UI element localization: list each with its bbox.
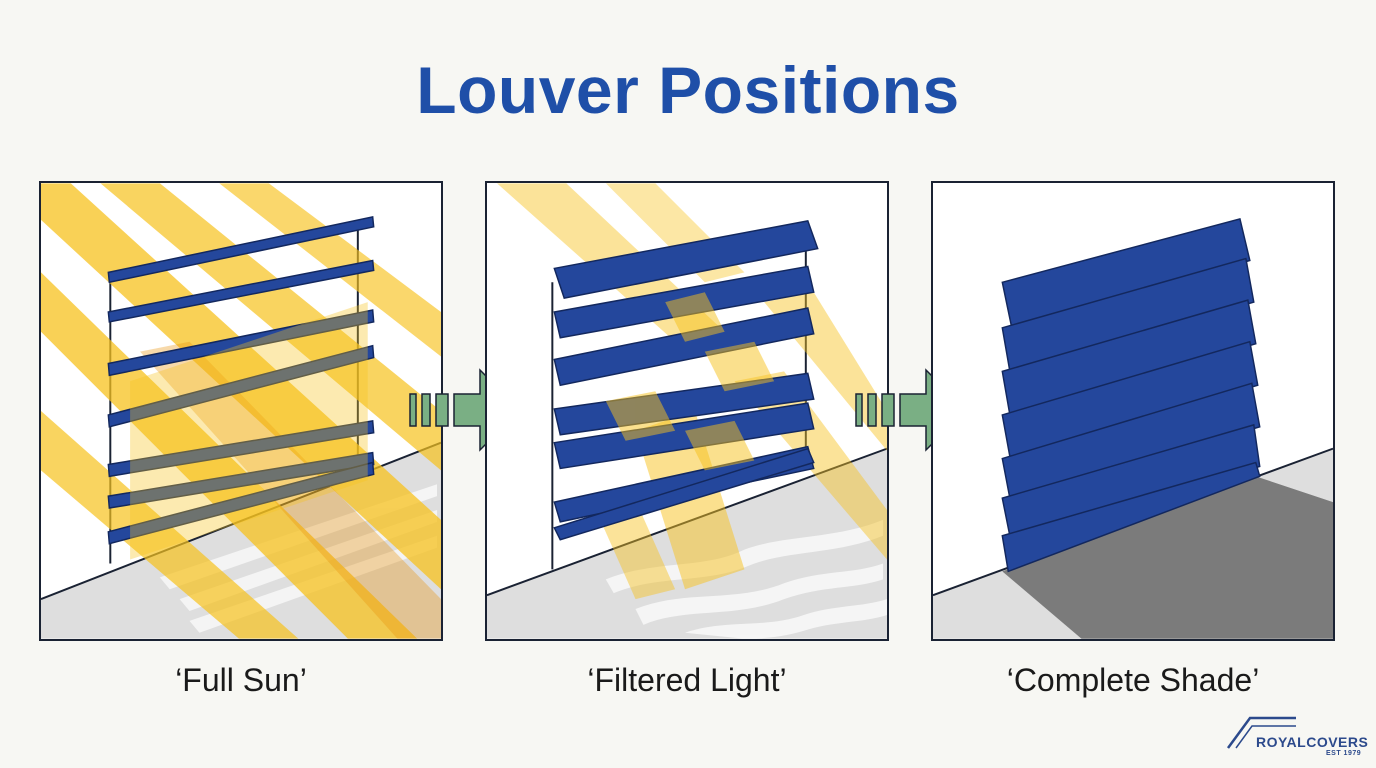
complete-shade-illustration (933, 218, 1333, 639)
filtered-light-illustration (487, 183, 887, 639)
shade-area (1002, 476, 1333, 639)
louvers-angled (553, 220, 819, 541)
caption-full-sun: ‘Full Sun’ (175, 662, 307, 698)
louvers-open (107, 216, 375, 545)
page-title: Louver Positions (416, 53, 960, 127)
panel-filtered-light (485, 181, 889, 641)
caption-filtered-light: ‘Filtered Light’ (587, 662, 787, 698)
louvers-closed (1001, 218, 1261, 573)
logo-established: EST 1979 (1326, 750, 1362, 757)
panel-complete-shade (931, 181, 1335, 641)
full-sun-illustration (41, 183, 441, 639)
caption-complete-shade: ‘Complete Shade’ (1006, 662, 1260, 698)
logo-wordmark: ROYALCOVERS (1256, 734, 1369, 750)
panel-full-sun (39, 181, 443, 641)
roof-icon (1226, 716, 1296, 749)
royalcovers-logo: ROYALCOVERS EST 1979 (1226, 714, 1368, 762)
